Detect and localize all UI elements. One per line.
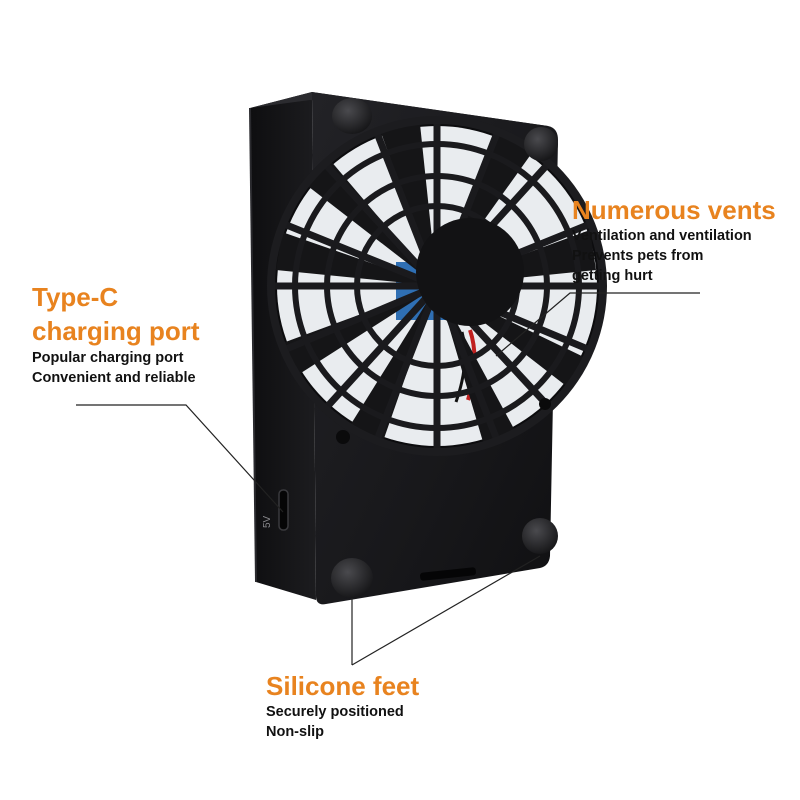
callout-line: getting hurt bbox=[572, 268, 653, 284]
callout-title: Numerous vents bbox=[572, 195, 776, 225]
silicone-foot bbox=[332, 98, 372, 134]
fan-hub bbox=[416, 218, 524, 326]
callout-title: charging port bbox=[32, 316, 200, 346]
port-voltage-label: 5V bbox=[262, 515, 273, 528]
fan-device: 5V bbox=[249, 92, 607, 605]
silicone-foot bbox=[522, 518, 558, 554]
screw-hole bbox=[336, 430, 350, 444]
silicone-foot bbox=[524, 127, 558, 161]
callout-line: Popular charging port bbox=[32, 350, 184, 366]
screw-hole bbox=[539, 398, 551, 410]
callout-line: Prevents pets from bbox=[572, 248, 704, 264]
callout-title: Type-C bbox=[32, 282, 119, 312]
bottom-vent-slot bbox=[420, 567, 476, 581]
leader-line-feet-right bbox=[351, 555, 541, 666]
type-c-port bbox=[278, 489, 289, 531]
callout-line: Securely positioned bbox=[266, 704, 404, 720]
fan-grille bbox=[267, 116, 607, 456]
callout-type-c-port: Type-C charging port Popular charging po… bbox=[32, 280, 252, 388]
leader-line-vents bbox=[495, 292, 700, 357]
callout-line: Ventilation and ventilation bbox=[572, 228, 752, 244]
callout-numerous-vents: Numerous vents Ventilation and ventilati… bbox=[572, 194, 798, 286]
callout-silicone-feet: Silicone feet Securely positioned Non-sl… bbox=[266, 670, 506, 742]
callout-line: Convenient and reliable bbox=[32, 370, 196, 386]
leader-line-typec bbox=[76, 404, 284, 513]
silicone-foot bbox=[331, 558, 373, 598]
callout-line: Non-slip bbox=[266, 724, 324, 740]
callout-title: Silicone feet bbox=[266, 671, 420, 701]
leader-lines bbox=[76, 292, 700, 666]
